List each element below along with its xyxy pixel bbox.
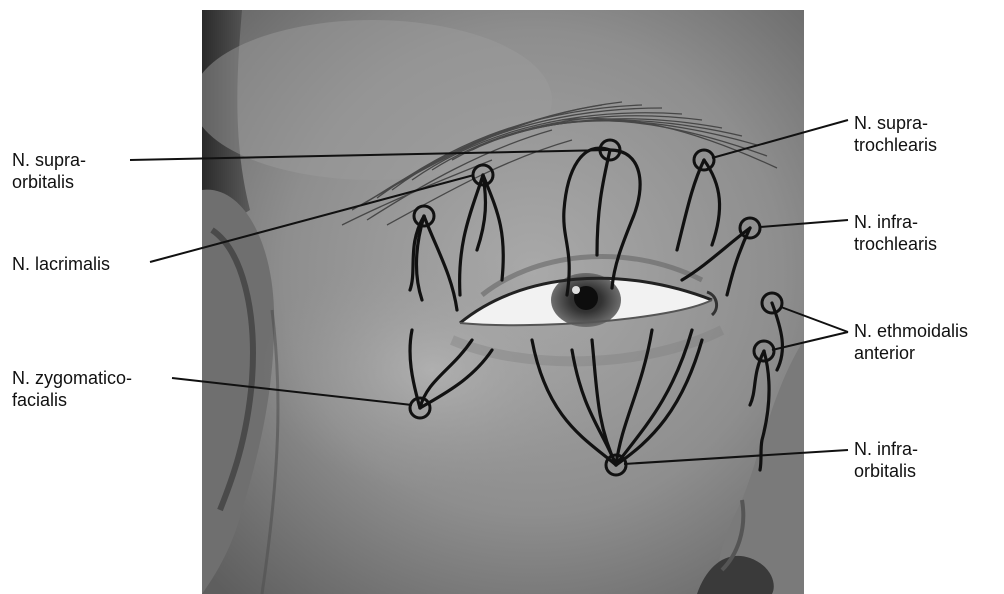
label-n-ethmoidalis-anterior: N. ethmoidalis anterior (854, 320, 968, 364)
label-n-infratrochlearis: N. infra- trochlearis (854, 211, 937, 255)
leader-zygomaticofacialis (172, 378, 412, 405)
label-n-lacrimalis: N. lacrimalis (12, 253, 110, 275)
label-n-supraorbitalis: N. supra- orbitalis (12, 149, 86, 193)
label-n-infraorbitalis: N. infra- orbitalis (854, 438, 918, 482)
leader-lacrimalis (150, 175, 474, 262)
leader-supratrochlearis (712, 120, 848, 158)
leader-infratrochlearis (760, 220, 848, 227)
label-n-supratrochlearis: N. supra- trochlearis (854, 112, 937, 156)
leader-supraorbitalis (130, 150, 610, 160)
leader-ethmoidalis-1 (781, 307, 848, 332)
label-n-zygomaticofacialis: N. zygomatico- facialis (12, 367, 132, 411)
leader-ethmoidalis-2 (772, 332, 848, 350)
leader-infraorbitalis (624, 450, 848, 464)
